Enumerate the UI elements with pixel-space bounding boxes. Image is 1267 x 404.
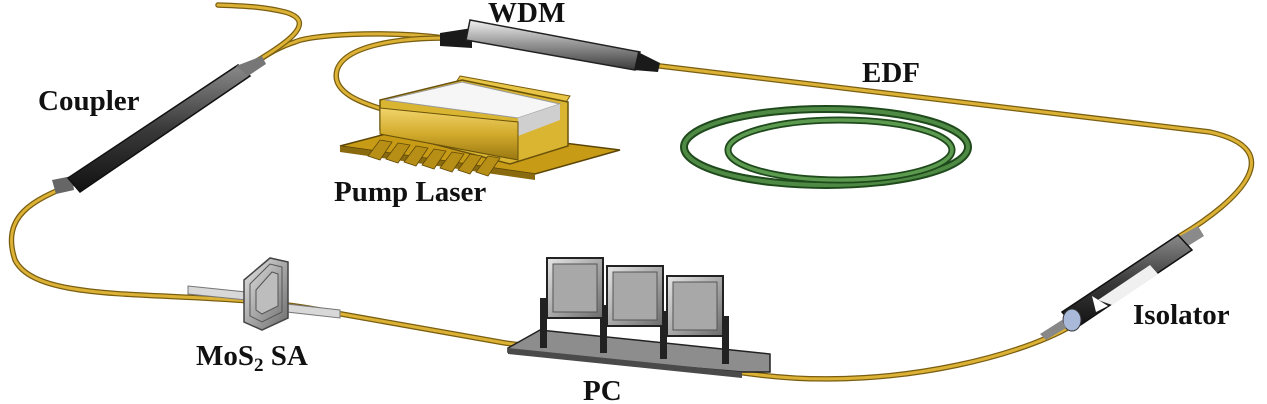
pump-laser-label: Pump Laser	[334, 176, 486, 208]
sa-label-subscript: 2	[254, 355, 264, 376]
pc-label: PC	[583, 375, 622, 404]
wdm-component	[440, 19, 660, 72]
labels: WDM EDF Coupler Pump Laser Isolator PC M…	[38, 0, 1230, 404]
sa-component	[187, 257, 341, 331]
isolator-component	[1040, 226, 1204, 340]
pump-fiber	[334, 36, 447, 112]
fiber-loop	[8, 2, 1255, 382]
wdm-label: WDM	[488, 0, 565, 29]
sa-label-main: MoS	[196, 340, 254, 372]
output-fiber	[216, 3, 301, 70]
pump-laser-component	[339, 75, 621, 180]
coupler-label: Coupler	[38, 85, 140, 117]
sa-label-suffix: SA	[264, 340, 308, 372]
pc-component	[507, 257, 771, 378]
sa-label: MoS2 SA	[196, 340, 308, 376]
isolator-label: Isolator	[1133, 299, 1230, 331]
coupler-component	[52, 56, 266, 194]
edf-label: EDF	[862, 57, 920, 89]
edf-coil	[680, 105, 972, 189]
